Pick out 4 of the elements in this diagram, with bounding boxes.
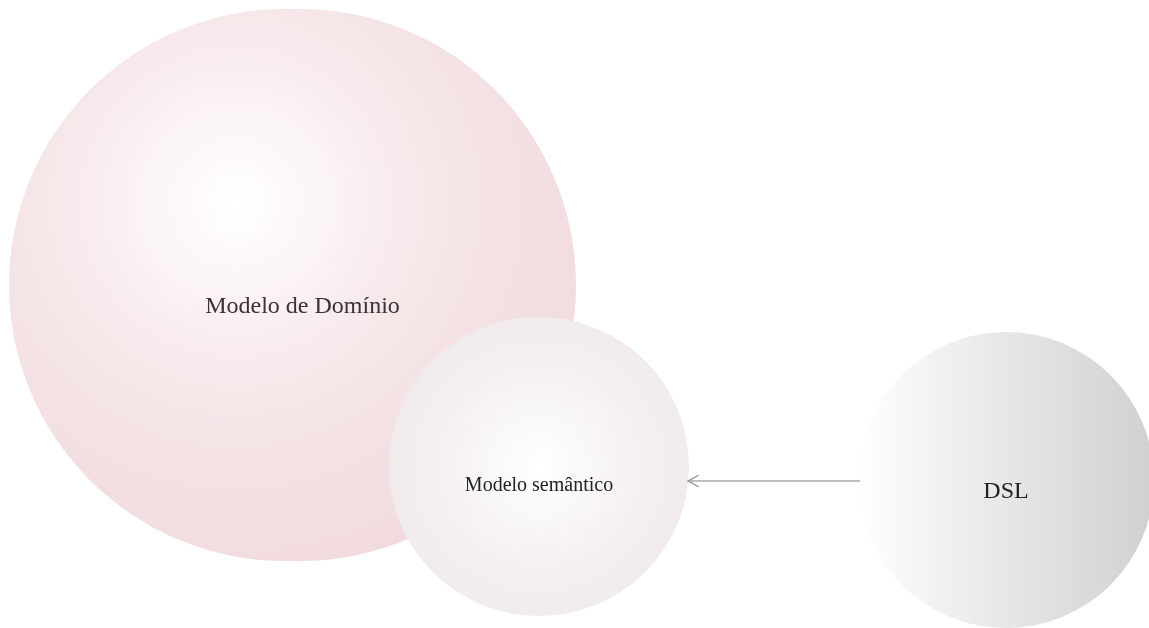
node-label: DSL bbox=[983, 476, 1029, 505]
node-label: Modelo semântico bbox=[464, 471, 614, 497]
arrow bbox=[687, 474, 861, 488]
node-label: Modelo de Domínio bbox=[205, 291, 400, 320]
